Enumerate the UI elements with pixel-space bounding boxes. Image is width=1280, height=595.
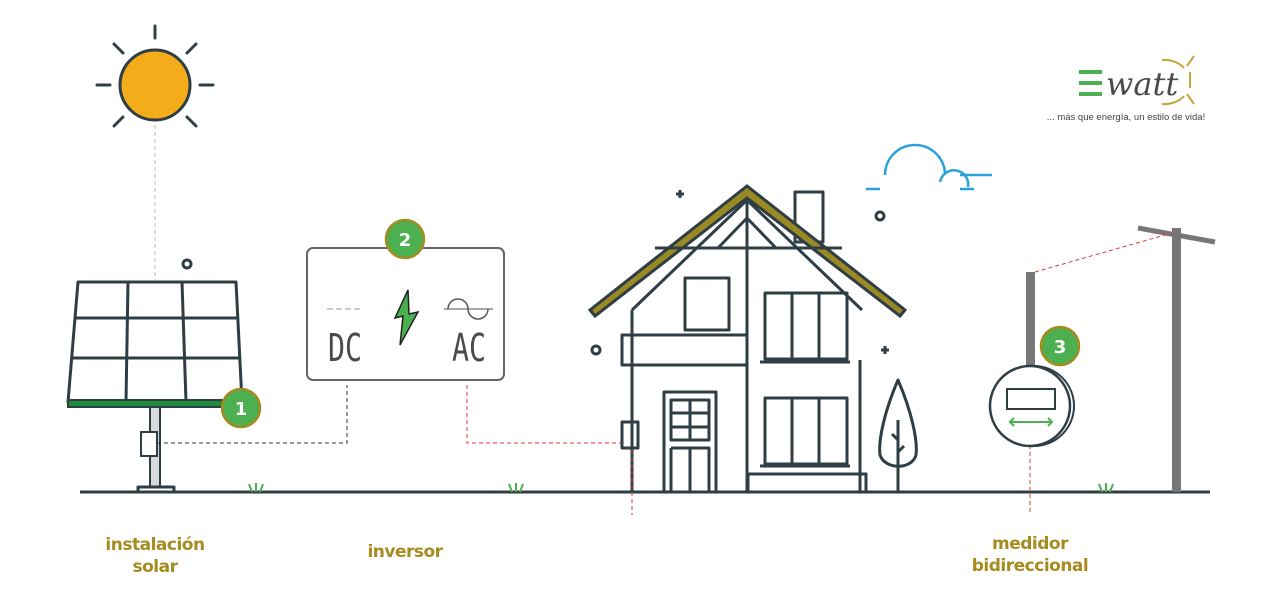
lightning-icon (393, 289, 420, 346)
svg-text:2: 2 (399, 230, 412, 251)
ac-wire (466, 385, 622, 444)
grid-wire (1034, 232, 1173, 273)
sun-icon (95, 24, 215, 128)
cloud-icon (866, 143, 992, 191)
tree-icon (878, 378, 918, 492)
ewatt-logo: watt ... más que energía, un estilo de v… (1047, 55, 1205, 123)
label-inverter: inversor (367, 542, 443, 562)
ac-label: AC (452, 326, 486, 370)
svg-text:1: 1 (235, 399, 248, 420)
logo-brand: watt (1106, 65, 1178, 103)
grass-icons (248, 483, 1114, 493)
house (587, 184, 908, 494)
label-meter-line2: bidireccional (972, 556, 1088, 576)
utility-pole (1026, 225, 1216, 492)
badge-1: 1 (220, 387, 262, 429)
badge-3: 3 (1039, 325, 1081, 367)
dc-wire (157, 385, 348, 444)
label-meter-line1: medidor (992, 534, 1069, 554)
bidirectional-meter (988, 364, 1075, 448)
logo-tagline: ... más que energía, un estilo de vida! (1047, 112, 1205, 123)
logo-e-icon (1079, 70, 1102, 96)
decor-circle (181, 258, 193, 270)
label-solar-line2: solar (133, 557, 179, 577)
badge-2: 2 (384, 218, 426, 260)
label-solar-line1: instalación (105, 535, 204, 555)
inverter-box: DC AC (306, 247, 505, 381)
ac-sine-icon (444, 298, 493, 320)
dc-label: DC (328, 326, 362, 370)
solar-panel (66, 280, 244, 492)
svg-text:3: 3 (1054, 337, 1067, 358)
bidirectional-arrow-icon (1008, 417, 1054, 427)
